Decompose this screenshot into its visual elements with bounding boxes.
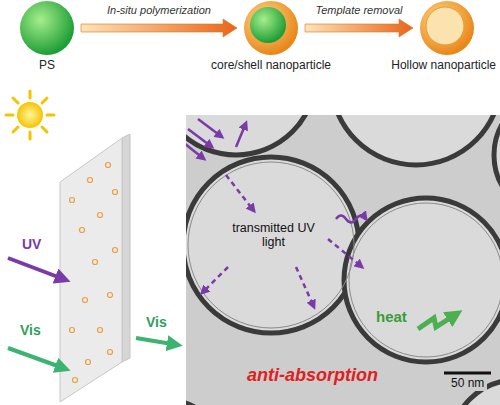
green-core	[250, 7, 286, 43]
particle-dot	[113, 248, 118, 253]
particle-dot	[83, 298, 88, 303]
light-label: UV	[22, 236, 41, 252]
particle-dot	[70, 328, 75, 333]
ps-sphere	[20, 1, 74, 55]
incident-uv-arrow	[186, 143, 204, 159]
particle-dot	[86, 360, 91, 365]
shell-rim	[188, 162, 354, 328]
particle-dot	[98, 328, 103, 333]
hollow-sphere	[344, 198, 500, 362]
process-arrow	[305, 19, 413, 37]
incident-uv-arrow	[198, 119, 222, 137]
process-arrow	[81, 19, 237, 37]
hollow-cavity	[426, 7, 464, 45]
vis-arrow	[8, 348, 66, 369]
particle-dot	[98, 213, 103, 218]
particle-sphere: Hollow nanoparticle	[419, 0, 475, 56]
hollow-sphere	[186, 115, 316, 155]
sun-disc	[17, 102, 43, 128]
sphere-graphic	[243, 0, 299, 56]
annotation-label: heat	[376, 308, 407, 325]
sun-ray	[29, 91, 32, 98]
hollow-sphere	[494, 115, 500, 217]
tem-image	[106, 0, 500, 405]
scale-bar	[444, 372, 491, 375]
orange-shell	[244, 1, 298, 55]
shell-rim	[349, 203, 500, 357]
scattered-uv-arrow	[296, 267, 314, 307]
sun-ray	[42, 98, 47, 103]
light-label: Vis	[20, 322, 41, 338]
incident-uv-arrow	[188, 129, 212, 147]
particle-dot	[80, 228, 85, 233]
scattered-uv-arrow	[328, 239, 362, 267]
shell-inner-rims	[188, 162, 500, 357]
particle-label: PS	[39, 59, 55, 73]
sphere-graphic	[419, 0, 475, 56]
hollow-sphere	[186, 157, 359, 333]
particle-dot	[93, 260, 98, 265]
particle-sphere: PS	[19, 0, 75, 56]
particle-label: core/shell nanoparticle	[211, 59, 331, 73]
orange-shell	[420, 1, 474, 55]
particle-dot	[108, 350, 113, 355]
uv-rays	[186, 119, 366, 307]
sun-ray	[42, 127, 47, 132]
annotation-label: transmitted UV light	[226, 221, 321, 250]
particle-dot	[108, 293, 113, 298]
reflected-uv-arrow	[236, 123, 246, 147]
sun-ray	[13, 127, 18, 132]
sun-icon	[6, 91, 54, 139]
hollow-sphere	[186, 400, 226, 405]
sun-rays	[6, 91, 54, 139]
vis-arrow	[136, 338, 178, 345]
sphere-graphic	[19, 0, 75, 56]
particle-dot	[106, 163, 111, 168]
annotation-label: anti-absorption	[244, 365, 381, 386]
heat-arrow	[418, 313, 458, 329]
hollow-sphere	[331, 115, 500, 165]
tem-image-panel: transmitted UV light heat anti-absorption 5…	[186, 115, 500, 405]
particle-dot	[88, 178, 93, 183]
uv-arrow	[8, 258, 66, 280]
scattered-uv-arrow	[226, 175, 254, 211]
step-label: Template removal	[313, 4, 404, 17]
scattered-uv-arrow	[202, 267, 228, 293]
step-label: In-situ polymerization	[105, 4, 213, 17]
sun-ray	[6, 114, 13, 117]
particle-dot	[113, 190, 118, 195]
particle-sphere: core/shell nanoparticle	[243, 0, 299, 56]
sun-ray	[29, 132, 32, 139]
particle-dot	[70, 198, 75, 203]
sun-ray	[47, 114, 54, 117]
wavy-uv-arrow	[336, 216, 366, 223]
hollow-spheres	[186, 115, 500, 405]
particle-dot	[73, 378, 78, 383]
particle-dots	[70, 163, 118, 383]
annotation-label: 50 nm	[448, 377, 487, 391]
light-label: Vis	[146, 314, 167, 330]
film-slab	[60, 134, 130, 402]
slab-side	[122, 134, 130, 362]
particle-label: Hollow nanoparticle	[391, 59, 496, 73]
sun-ray	[13, 98, 18, 103]
slab-face	[60, 138, 122, 402]
